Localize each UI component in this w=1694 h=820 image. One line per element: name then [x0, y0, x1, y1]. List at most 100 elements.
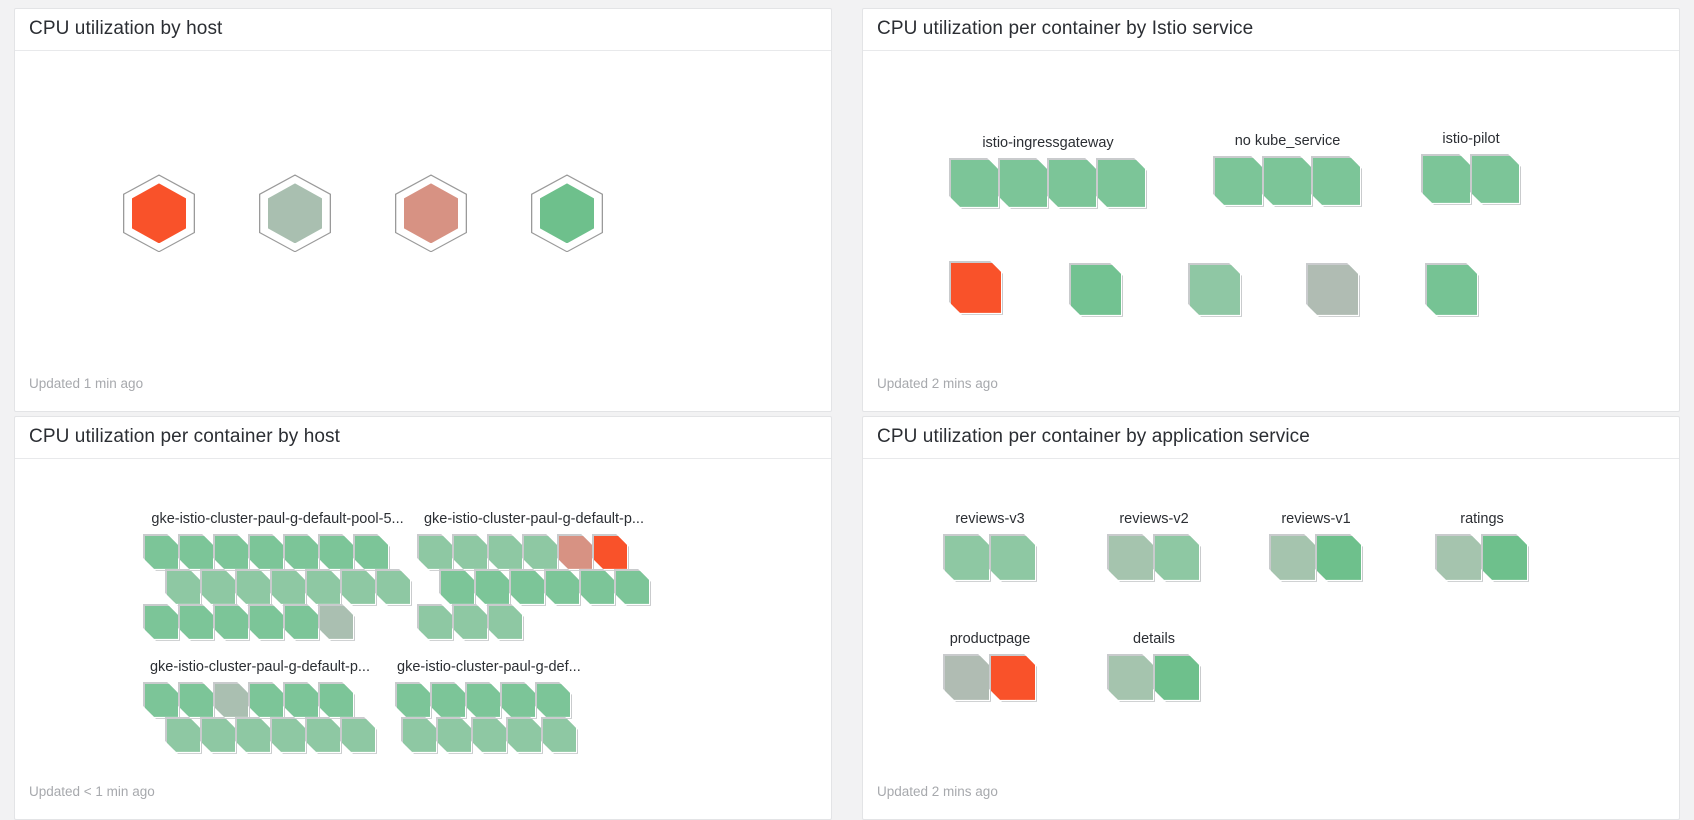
container-tile[interactable]	[167, 719, 200, 752]
container-tile[interactable]	[180, 684, 213, 717]
container-tile[interactable]	[307, 571, 340, 604]
host-hexagon[interactable]	[531, 174, 603, 253]
container-tile[interactable]	[419, 606, 452, 639]
container-tile[interactable]	[467, 684, 500, 717]
container-tile[interactable]	[476, 571, 509, 604]
container-tile[interactable]	[1190, 265, 1240, 315]
container-tile[interactable]	[1155, 536, 1199, 580]
container-tile[interactable]	[1215, 158, 1262, 205]
container-tile[interactable]	[307, 719, 340, 752]
container-tile[interactable]	[951, 263, 1001, 313]
container-tile[interactable]	[377, 571, 410, 604]
container-tile[interactable]	[1264, 158, 1311, 205]
tile-row	[1071, 265, 1121, 315]
container-tile[interactable]	[1308, 265, 1358, 315]
container-tile[interactable]	[145, 684, 178, 717]
container-tile[interactable]	[145, 536, 178, 569]
container-tile[interactable]	[473, 719, 506, 752]
container-tile[interactable]	[546, 571, 579, 604]
container-tile[interactable]	[403, 719, 436, 752]
container-tile[interactable]	[1071, 265, 1121, 315]
host-hexagon[interactable]	[123, 174, 195, 253]
container-tile[interactable]	[432, 684, 465, 717]
container-tile[interactable]	[594, 536, 627, 569]
container-tile[interactable]	[285, 536, 318, 569]
container-tile[interactable]	[438, 719, 471, 752]
container-tile[interactable]	[215, 684, 248, 717]
container-tile[interactable]	[1317, 536, 1361, 580]
container-tile[interactable]	[489, 606, 522, 639]
container-tile[interactable]	[1109, 536, 1153, 580]
container-tile[interactable]	[945, 536, 989, 580]
container-tile[interactable]	[454, 606, 487, 639]
container-tile[interactable]	[202, 571, 235, 604]
host-hexagon[interactable]	[259, 174, 331, 253]
tile-row	[419, 606, 649, 639]
container-tile[interactable]	[250, 606, 283, 639]
container-tile[interactable]	[320, 606, 353, 639]
container-tile[interactable]	[419, 536, 452, 569]
tile-fill	[1483, 536, 1527, 580]
container-tile[interactable]	[342, 571, 375, 604]
container-tile[interactable]	[180, 606, 213, 639]
container-tile[interactable]	[502, 684, 535, 717]
container-tile[interactable]	[1049, 160, 1096, 207]
container-tile[interactable]	[215, 536, 248, 569]
container-tile[interactable]	[1423, 156, 1470, 203]
tile-row	[1427, 265, 1477, 315]
container-tile[interactable]	[543, 719, 576, 752]
container-tile[interactable]	[272, 571, 305, 604]
tile-fill	[511, 571, 544, 604]
container-tile[interactable]	[285, 606, 318, 639]
container-tile[interactable]	[1155, 656, 1199, 700]
container-tile[interactable]	[991, 536, 1035, 580]
container-tile[interactable]	[511, 571, 544, 604]
container-tile[interactable]	[342, 719, 375, 752]
container-tile[interactable]	[1483, 536, 1527, 580]
tile-fill	[537, 684, 570, 717]
container-tile[interactable]	[250, 536, 283, 569]
container-tile[interactable]	[250, 684, 283, 717]
container-tile[interactable]	[537, 684, 570, 717]
container-tile[interactable]	[1271, 536, 1315, 580]
container-tile[interactable]	[202, 719, 235, 752]
container-tile[interactable]	[454, 536, 487, 569]
container-tile[interactable]	[945, 656, 989, 700]
host-hexagon[interactable]	[395, 174, 467, 253]
container-tile[interactable]	[616, 571, 649, 604]
container-tile[interactable]	[215, 606, 248, 639]
container-tile[interactable]	[951, 160, 998, 207]
tile-fill	[250, 606, 283, 639]
container-tile[interactable]	[397, 684, 430, 717]
panel-updated-label: Updated 2 mins ago	[877, 784, 998, 799]
container-tile[interactable]	[508, 719, 541, 752]
container-tile[interactable]	[180, 536, 213, 569]
container-tile[interactable]	[1109, 656, 1153, 700]
container-tile[interactable]	[1098, 160, 1145, 207]
container-tile[interactable]	[355, 536, 388, 569]
tile-group: details	[1109, 631, 1199, 700]
tile-fill	[502, 684, 535, 717]
container-tile[interactable]	[1000, 160, 1047, 207]
container-tile[interactable]	[167, 571, 200, 604]
container-tile[interactable]	[320, 536, 353, 569]
container-tile[interactable]	[237, 571, 270, 604]
container-tile[interactable]	[559, 536, 592, 569]
tile-fill	[272, 571, 305, 604]
container-tile[interactable]	[285, 684, 318, 717]
container-tile[interactable]	[320, 684, 353, 717]
container-tile[interactable]	[1437, 536, 1481, 580]
container-tile[interactable]	[489, 536, 522, 569]
tile-fill	[454, 536, 487, 569]
container-tile[interactable]	[581, 571, 614, 604]
container-tile[interactable]	[441, 571, 474, 604]
container-tile[interactable]	[272, 719, 305, 752]
container-tile[interactable]	[991, 656, 1035, 700]
container-tile[interactable]	[1427, 265, 1477, 315]
container-tile[interactable]	[237, 719, 270, 752]
container-tile[interactable]	[1313, 158, 1360, 205]
container-tile[interactable]	[524, 536, 557, 569]
container-tile[interactable]	[145, 606, 178, 639]
tile-group	[1071, 265, 1121, 315]
container-tile[interactable]	[1472, 156, 1519, 203]
